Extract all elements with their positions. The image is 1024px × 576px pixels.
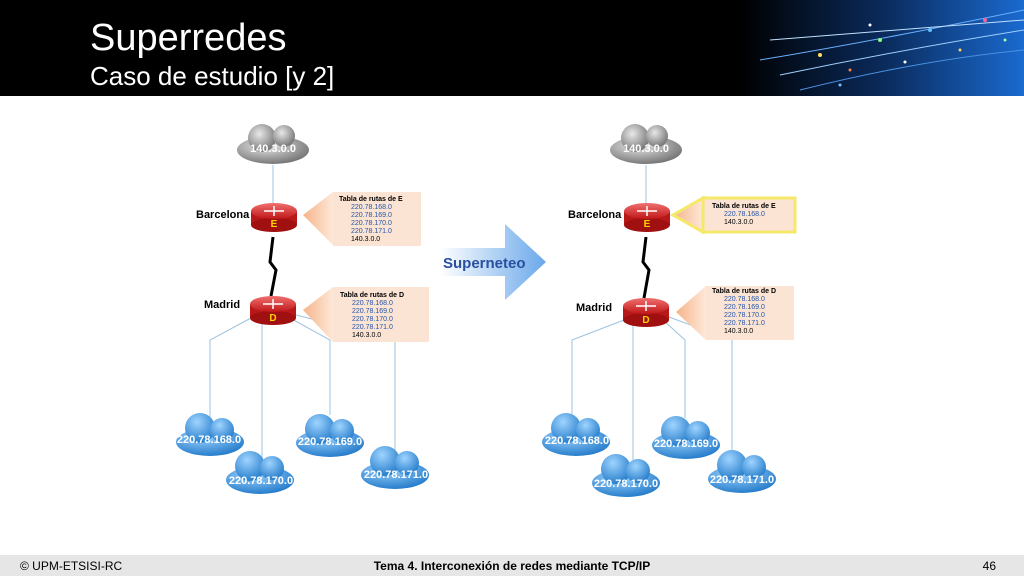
superneteo-arrow xyxy=(440,224,546,300)
page-number: 46 xyxy=(982,559,996,573)
route-row: 220.78.171.0 xyxy=(351,228,392,235)
footer-bar: Tema 4. Interconexión de redes mediante … xyxy=(0,555,1024,576)
cloud-label: 220.78.168.0 xyxy=(176,434,242,446)
router-icon xyxy=(251,203,297,232)
right-diagram xyxy=(542,124,797,497)
table-title: Tabla de rutas de D xyxy=(712,288,777,295)
header-banner: Superredes Caso de estudio [y 2] xyxy=(0,0,1024,96)
site-label-madrid: Madrid xyxy=(576,302,613,314)
route-row: 140.3.0.0 xyxy=(724,328,754,335)
cloud-label: 220.78.169.0 xyxy=(297,436,363,448)
routing-table-d-right xyxy=(676,286,794,340)
cloud-label: 140.3.0.0 xyxy=(623,143,669,155)
route-row: 220.78.168.0 xyxy=(724,211,765,218)
table-title: Tabla de rutas de D xyxy=(340,292,405,299)
site-label-barcelona: Barcelona xyxy=(568,209,622,221)
page-subtitle: Caso de estudio [y 2] xyxy=(90,61,335,91)
page-title: Superredes xyxy=(90,17,287,59)
routing-table-text: Tabla de rutas de E 220.78.168.0 140.3.0… xyxy=(712,203,776,227)
cloud-icon xyxy=(296,414,364,457)
cloud-label: 140.3.0.0 xyxy=(250,143,296,155)
route-row: 220.78.170.0 xyxy=(352,316,393,323)
cloud-label: 220.78.170.0 xyxy=(228,475,294,487)
fiber-optic-image xyxy=(740,0,1024,96)
router-icon xyxy=(250,296,296,325)
route-row: 220.78.169.0 xyxy=(351,212,392,219)
router-label: E xyxy=(270,219,278,230)
cloud-icon xyxy=(176,413,244,456)
cloud-icon xyxy=(708,450,776,493)
route-row: 220.78.171.0 xyxy=(352,324,393,331)
table-title: Tabla de rutas de E xyxy=(712,203,776,210)
site-label-barcelona: Barcelona xyxy=(196,209,250,221)
router-label: D xyxy=(642,315,650,326)
routing-table-e-left xyxy=(303,192,421,246)
route-row: 140.3.0.0 xyxy=(351,236,381,243)
cloud-label: 220.78.171.0 xyxy=(709,474,775,486)
route-row: 220.78.168.0 xyxy=(351,204,392,211)
copyright-text: © UPM-ETSISI-RC xyxy=(20,559,123,573)
route-row: 220.78.168.0 xyxy=(352,300,393,307)
cloud-label: 220.78.171.0 xyxy=(363,469,429,481)
route-row: 140.3.0.0 xyxy=(352,332,382,339)
cloud-icon xyxy=(610,124,682,164)
router-icon xyxy=(623,298,669,327)
routing-table-e-right xyxy=(669,195,797,235)
route-row: 220.78.168.0 xyxy=(724,296,765,303)
router-icon xyxy=(624,203,670,232)
cloud-icon xyxy=(542,413,610,456)
cloud-icon xyxy=(652,416,720,459)
routing-table-text: Tabla de rutas de E 220.78.168.0 220.78.… xyxy=(339,196,403,244)
network-diagram xyxy=(176,124,797,497)
route-row: 220.78.169.0 xyxy=(352,308,393,315)
routing-table-text: Tabla de rutas de D 220.78.168.0 220.78.… xyxy=(712,288,776,336)
routing-table-d-left xyxy=(303,287,429,342)
left-diagram xyxy=(176,124,429,494)
cloud-label: 220.78.168.0 xyxy=(544,435,610,447)
route-row: 220.78.170.0 xyxy=(351,220,392,227)
route-row: 140.3.0.0 xyxy=(724,219,754,226)
cloud-icon xyxy=(226,451,294,494)
router-label: D xyxy=(269,313,277,324)
routing-table-text: Tabla de rutas de D 220.78.168.0 220.78.… xyxy=(340,292,404,340)
course-title: Tema 4. Interconexión de redes mediante … xyxy=(373,559,651,573)
route-row: 220.78.169.0 xyxy=(724,304,765,311)
cloud-label: 220.78.169.0 xyxy=(653,438,719,450)
route-row: 220.78.171.0 xyxy=(724,320,765,327)
router-label: E xyxy=(643,219,651,230)
route-row: 220.78.170.0 xyxy=(724,312,765,319)
cloud-icon xyxy=(592,454,660,497)
cloud-label: 220.78.170.0 xyxy=(593,478,659,490)
cloud-icon xyxy=(361,446,429,489)
superneteo-label: Superneteo xyxy=(443,255,526,272)
cloud-icon xyxy=(237,124,309,164)
site-label-madrid: Madrid xyxy=(204,299,241,311)
table-title: Tabla de rutas de E xyxy=(339,196,403,203)
